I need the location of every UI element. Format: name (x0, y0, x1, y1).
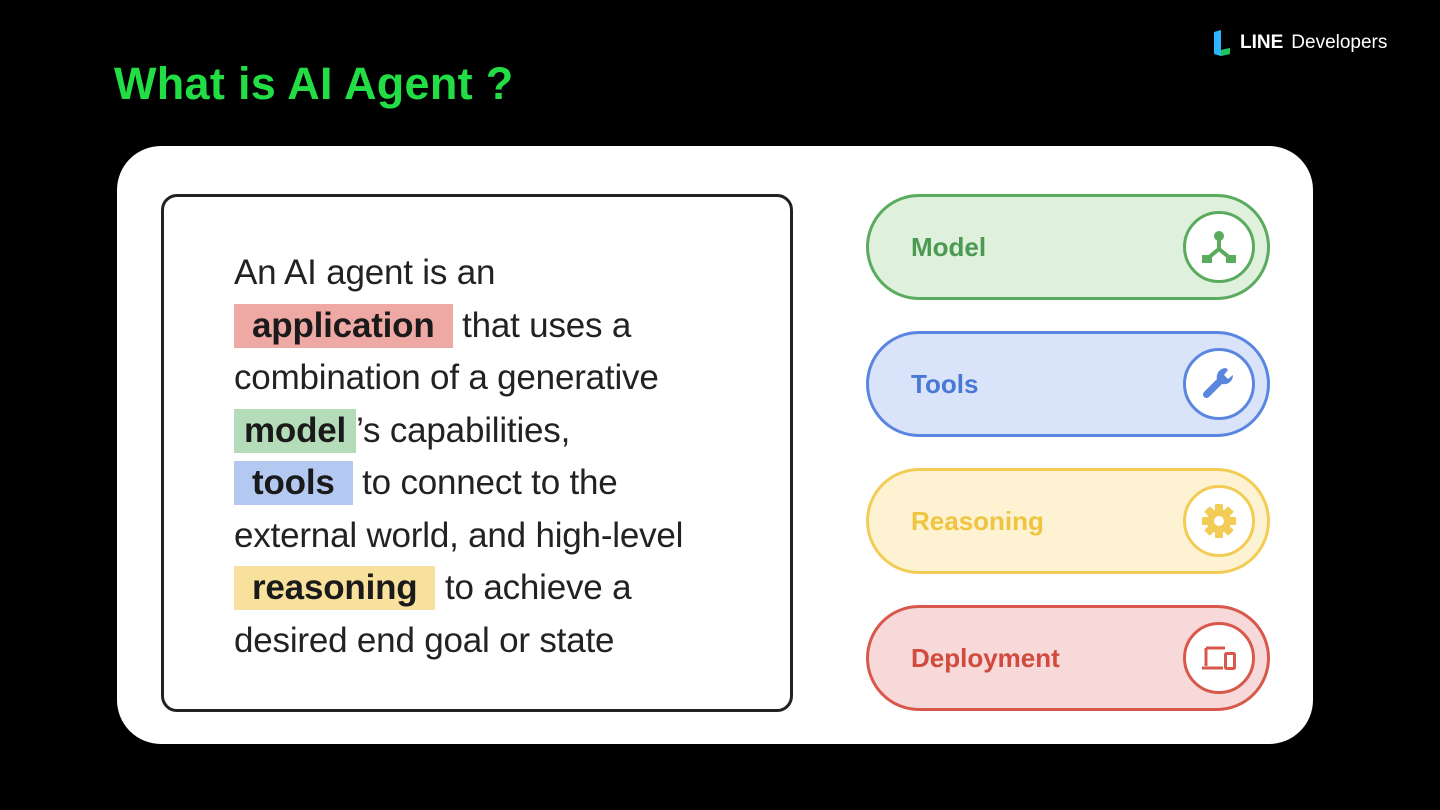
definition-line: that uses a (462, 305, 632, 345)
component-label: Model (911, 231, 987, 262)
devices-icon (1183, 622, 1255, 694)
component-label: Tools (911, 368, 979, 399)
component-label: Reasoning (911, 505, 1044, 536)
definition-line: to connect to the (362, 463, 618, 502)
component-tools-pill: Tools (866, 331, 1270, 437)
component-reasoning-pill: Reasoning (866, 468, 1270, 574)
brand-developers-text: Developers (1291, 32, 1388, 53)
keyword-reasoning: reasoning (234, 566, 436, 610)
line-logo-icon (1214, 30, 1230, 56)
content-card: An AI agent is an application that uses … (117, 146, 1313, 744)
definition-line: combination of a generative (234, 358, 659, 397)
keyword-application: application (234, 303, 453, 348)
brand-line-text: LINE (1240, 32, 1284, 53)
gear-icon (1183, 485, 1255, 557)
definition-box: An AI agent is an application that uses … (161, 194, 793, 712)
definition-line: ’s capabilities, (356, 410, 571, 450)
model-hierarchy-icon (1183, 211, 1255, 283)
definition-line: desired end goal or state (234, 620, 615, 660)
slide-title: What is AI Agent ? (114, 58, 514, 109)
definition-line: to achieve a (445, 568, 632, 607)
definition-text: An AI agent is an application that uses … (234, 247, 774, 667)
component-label: Deployment (911, 642, 1060, 673)
line-developers-logo: LINE Developers (1212, 30, 1387, 56)
definition-line: external world, and high-level (234, 515, 684, 555)
component-deployment-pill: Deployment (866, 605, 1270, 711)
component-model-pill: Model (866, 194, 1270, 300)
keyword-tools: tools (234, 461, 353, 505)
wrench-icon (1183, 348, 1255, 420)
keyword-model: model (234, 408, 357, 453)
definition-line: An AI agent is an (234, 253, 496, 292)
